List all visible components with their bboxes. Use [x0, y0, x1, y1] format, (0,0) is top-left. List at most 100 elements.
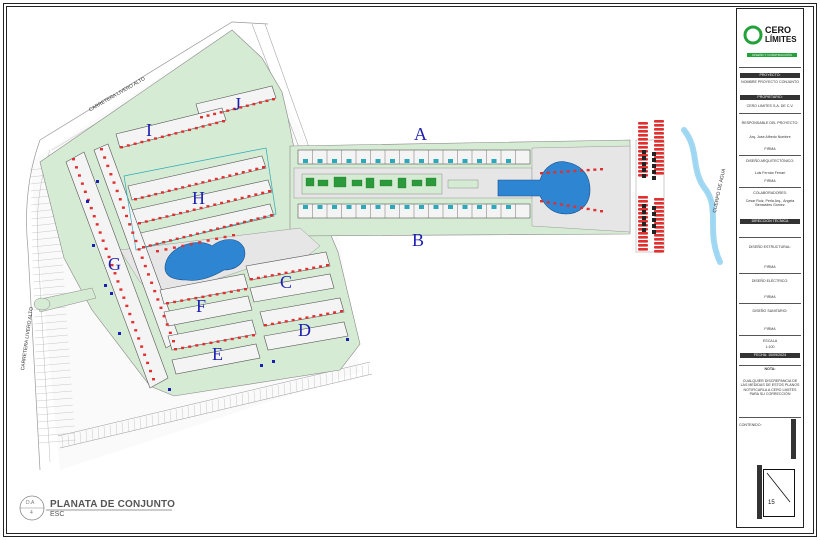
parking-stripe [181, 407, 184, 420]
unit-window [491, 159, 497, 163]
red-marker [77, 174, 81, 177]
parking-block [642, 204, 646, 208]
parking-stripe [295, 380, 298, 393]
guitar-pool [497, 161, 591, 215]
red-marker [270, 274, 274, 277]
parking-stripe [97, 427, 100, 440]
red-marker [222, 291, 226, 295]
red-marker [181, 186, 185, 189]
parking-car [654, 148, 664, 151]
red-marker [258, 101, 262, 104]
parking-stripe [32, 257, 63, 262]
red-marker [220, 201, 224, 205]
tb-firma5-label: FIRMA [764, 327, 776, 331]
red-marker [272, 98, 275, 101]
unit-window [303, 159, 308, 163]
red-marker [263, 215, 267, 219]
tb-fecha-head: FECHA: 10/09/2024 [740, 353, 800, 358]
unit-window [433, 205, 439, 209]
parking-block [642, 168, 646, 172]
tb-firma3-label: FIRMA [764, 265, 776, 269]
parking-stripe [34, 320, 68, 325]
unit-window [390, 205, 395, 209]
red-marker [168, 331, 172, 335]
parking-stripe [32, 250, 63, 255]
red-marker [593, 168, 597, 171]
red-marker [146, 361, 150, 365]
red-marker [209, 341, 213, 345]
red-marker [333, 311, 337, 314]
red-marker [165, 323, 169, 326]
parking-block [642, 210, 646, 214]
parking-car [654, 120, 664, 123]
red-marker [240, 196, 244, 200]
parking-car [638, 220, 648, 223]
parking-car [638, 200, 648, 203]
red-marker [86, 198, 90, 202]
parking-stripe [139, 417, 142, 430]
outer-frame [3, 3, 817, 537]
red-marker [125, 214, 129, 218]
red-marker [146, 273, 150, 276]
tb-proyecto-label: PROYECTO: [759, 73, 781, 77]
tb-proyecto-text: NOMBRE PROYECTO CONJUNTO [741, 80, 799, 84]
parking-stripe [61, 435, 64, 449]
red-marker [72, 158, 75, 161]
red-marker [189, 242, 193, 246]
parking-stripe [85, 430, 88, 443]
plan-title: PLANATA DE CONJUNTO [50, 499, 176, 510]
red-marker [600, 210, 603, 213]
parking-stripe [235, 394, 238, 407]
plan-scale: ESC [50, 511, 65, 518]
red-marker [298, 317, 302, 321]
parking-block [642, 216, 646, 220]
red-marker [201, 181, 205, 184]
red-marker [188, 128, 191, 132]
unit-window [332, 205, 337, 209]
red-marker [600, 168, 603, 171]
parking-stripe [223, 397, 226, 410]
parking-car [638, 248, 648, 251]
red-marker [236, 289, 240, 292]
parking-car [654, 160, 664, 163]
block-label-c: C [280, 272, 293, 292]
tb-direccion-label: DIRECCIÓN TÉCNICA [751, 219, 789, 223]
unit-window [404, 159, 410, 163]
red-marker [252, 102, 256, 106]
parking-stripe [211, 400, 214, 413]
parking-stripe [145, 416, 148, 429]
unit-window [506, 159, 511, 163]
parking-stripe [253, 390, 256, 403]
red-marker [291, 270, 295, 273]
tb-firma-label: FIRMA [764, 147, 776, 151]
parking-stripe [34, 341, 69, 346]
parking-car [654, 222, 664, 225]
red-marker [140, 140, 144, 144]
red-marker [100, 148, 103, 151]
red-marker [252, 334, 255, 337]
parking-stripe [79, 431, 82, 444]
main-pool [164, 239, 246, 281]
red-marker [112, 181, 116, 184]
unit-window [346, 205, 352, 209]
red-marker [174, 187, 178, 191]
unit-window [346, 159, 352, 163]
parking-stripe [163, 411, 166, 424]
parking-block [642, 150, 646, 154]
red-marker [194, 296, 198, 300]
red-marker [270, 322, 274, 326]
red-marker [119, 288, 123, 291]
red-marker [172, 246, 176, 249]
red-marker [209, 229, 213, 232]
red-marker [172, 340, 175, 343]
red-marker [154, 137, 157, 140]
red-marker [195, 344, 199, 347]
red-marker [140, 256, 144, 259]
bubble-bottom-text: 4 [30, 510, 33, 516]
red-marker [140, 345, 144, 348]
red-marker [206, 239, 210, 242]
red-marker [152, 378, 155, 381]
red-marker [222, 120, 225, 123]
